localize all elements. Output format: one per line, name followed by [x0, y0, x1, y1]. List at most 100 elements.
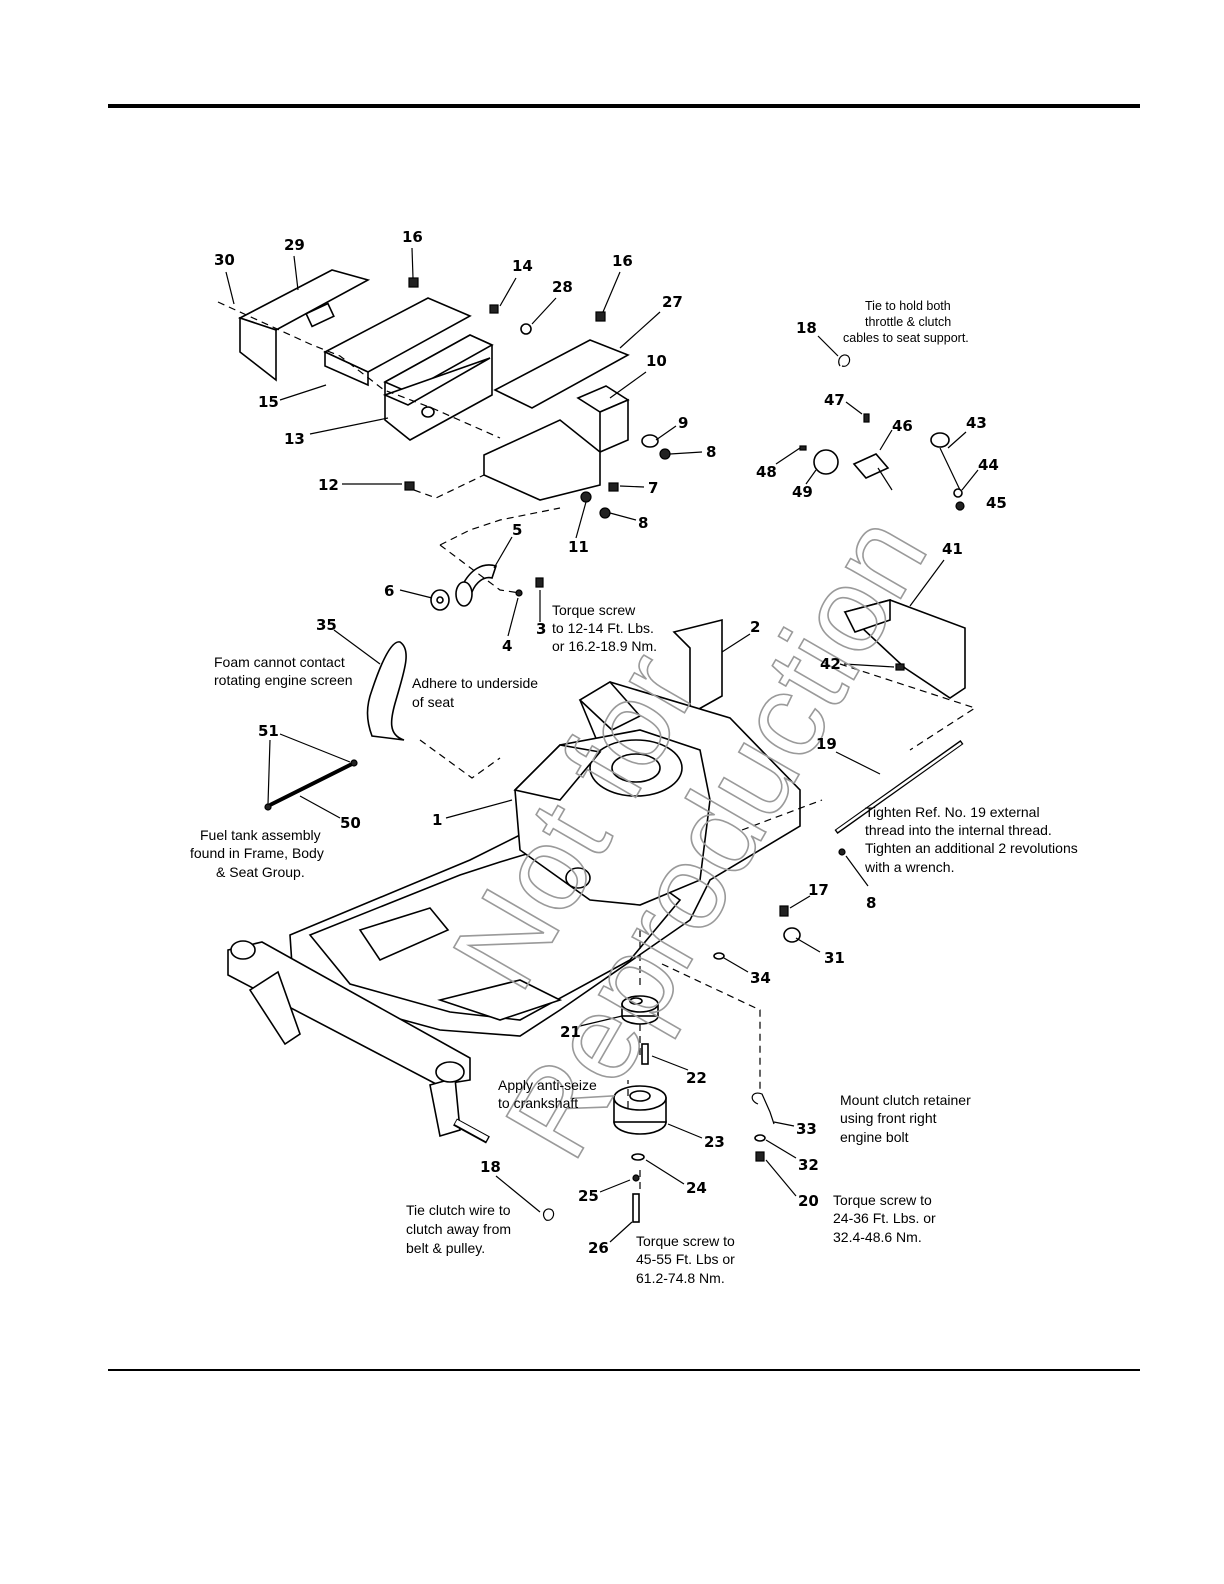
callout-5: 5 [512, 521, 522, 539]
footer-rule [108, 1369, 1140, 1371]
callout-28: 28 [552, 278, 573, 296]
note-tighten-19: Tighten Ref. No. 19 external thread into… [864, 804, 1078, 875]
callout-23: 23 [704, 1133, 725, 1151]
callout-13: 13 [284, 430, 305, 448]
note-torque-24-line-2: 24-36 Ft. Lbs. or [833, 1210, 936, 1226]
callout-29: 29 [284, 236, 305, 254]
callout-4: 4 [502, 637, 512, 655]
note-tighten-19-line-3: Tighten an additional 2 revolutions [865, 840, 1078, 856]
muffler-guard-27 [493, 339, 630, 409]
note-mount-clutch-line-1: Mount clutch retainer [840, 1092, 971, 1108]
note-torque-45-line-3: 61.2-74.8 Nm. [636, 1270, 725, 1286]
callout-15: 15 [258, 393, 279, 411]
bolt-24-26 [631, 1153, 645, 1223]
note-torque-24-line-3: 32.4-48.6 Nm. [833, 1229, 922, 1245]
callout-3: 3 [536, 620, 546, 638]
note-torque-45-line-1: Torque screw to [636, 1233, 735, 1249]
callout-18: 18 [480, 1158, 501, 1176]
note-mount-clutch-line-2: using front right [840, 1110, 937, 1126]
callout-41: 41 [942, 540, 963, 558]
note-adhere-line-1: Adhere to underside [412, 675, 538, 691]
callout-30: 30 [214, 251, 235, 269]
callout-20: 20 [798, 1192, 819, 1210]
callout-43: 43 [966, 414, 987, 432]
note-tie-clutch-line-1: Tie clutch wire to [406, 1202, 511, 1218]
rod-19 [834, 739, 964, 835]
muffler-bracket-15 [323, 297, 472, 387]
throttle-parts-46-49 [799, 413, 893, 491]
note-tie-clutch: Tie clutch wire to clutch away from belt… [406, 1202, 511, 1256]
note-tie-clutch-line-2: clutch away from [406, 1221, 511, 1237]
callout-45: 45 [986, 494, 1007, 512]
note-tie-cables-line-3: cables to seat support. [843, 331, 969, 345]
note-mount-clutch-line-3: engine bolt [840, 1129, 909, 1145]
note-torque-12-line-1: Torque screw [552, 602, 636, 618]
choke-knob-43 [930, 432, 965, 511]
screw-3-nut-4 [515, 577, 544, 597]
note-torque-12-line-2: to 12-14 Ft. Lbs. [552, 620, 654, 636]
callout-2: 2 [750, 618, 760, 636]
callout-22: 22 [686, 1069, 707, 1087]
front-axle [227, 940, 490, 1144]
panel-2 [672, 618, 723, 716]
seat-pad-35 [366, 641, 407, 741]
callout-25: 25 [578, 1187, 599, 1205]
callout-34: 34 [750, 969, 771, 987]
callout-12: 12 [318, 476, 339, 494]
cable-tie-18-bottom [542, 1208, 555, 1221]
gasket-6 [430, 589, 450, 611]
note-torque-24: Torque screw to 24-36 Ft. Lbs. or 32.4-4… [833, 1192, 936, 1245]
note-torque-24-line-1: Torque screw to [833, 1192, 932, 1208]
note-anti-seize-line-2: to crankshaft [498, 1095, 578, 1111]
callout-47: 47 [824, 391, 845, 409]
callout-33: 33 [796, 1120, 817, 1138]
engine-1 [513, 729, 711, 906]
note-tighten-19-line-2: thread into the internal thread. [865, 822, 1052, 838]
callout-19: 19 [816, 735, 837, 753]
callout-48: 48 [756, 463, 777, 481]
callout-24: 24 [686, 1179, 707, 1197]
retainer-32-33-20 [751, 1092, 775, 1162]
callouts: 30 29 16 14 16 28 27 10 15 13 9 8 12 7 8… [214, 228, 1007, 1257]
key-22 [641, 1043, 649, 1065]
note-fuel-tank-line-3: & Seat Group. [216, 864, 305, 880]
callout-51: 51 [258, 722, 279, 740]
cable-tie-18-top [838, 354, 851, 367]
note-tighten-19-line-4: with a wrench. [864, 859, 954, 875]
note-tie-cables-line-1: Tie to hold both [865, 299, 951, 313]
callout-10: 10 [646, 352, 667, 370]
note-torque-12-line-3: or 16.2-18.9 Nm. [552, 638, 657, 654]
callout-6: 6 [384, 582, 394, 600]
note-anti-seize: Apply anti-seize to crankshaft [498, 1077, 597, 1111]
callout-49: 49 [792, 483, 813, 501]
callout-27: 27 [662, 293, 683, 311]
callout-8: 8 [706, 443, 716, 461]
callout-26: 26 [588, 1239, 609, 1257]
note-foam: Foam cannot contact rotating engine scre… [214, 654, 353, 688]
callout-16: 16 [612, 252, 633, 270]
note-tighten-19-line-1: Tighten Ref. No. 19 external [865, 804, 1040, 820]
callout-9: 9 [678, 414, 688, 432]
note-fuel-tank-line-2: found in Frame, Body [190, 845, 324, 861]
seat-support-41 [843, 598, 966, 699]
note-tie-clutch-line-3: belt & pulley. [406, 1240, 485, 1256]
note-foam-line-1: Foam cannot contact [214, 654, 345, 670]
leader-lines [225, 247, 979, 1243]
callout-8: 8 [638, 514, 648, 532]
callout-46: 46 [892, 417, 913, 435]
note-fuel-tank-line-1: Fuel tank assembly [200, 827, 321, 843]
header-rule [108, 104, 1140, 108]
note-foam-line-2: rotating engine screen [214, 672, 353, 688]
callout-35: 35 [316, 616, 337, 634]
note-mount-clutch: Mount clutch retainer using front right … [840, 1092, 971, 1145]
note-torque-45: Torque screw to 45-55 Ft. Lbs or 61.2-74… [636, 1233, 735, 1286]
callout-14: 14 [512, 257, 533, 275]
exhaust-pipe-5 [455, 564, 498, 607]
callout-18: 18 [796, 319, 817, 337]
heat-shield-29 [237, 269, 371, 382]
callout-21: 21 [560, 1023, 581, 1041]
note-tie-cables: Tie to hold both throttle & clutch cable… [843, 299, 969, 345]
callout-1: 1 [432, 811, 442, 829]
muffler-13 [382, 334, 494, 441]
